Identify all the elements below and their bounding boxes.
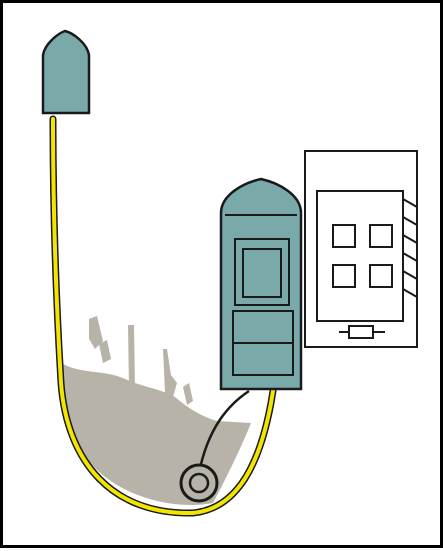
large-probe-icon [219,177,303,391]
connector-wire [197,389,250,474]
tether-cable [49,115,277,517]
cable-coil-icon [179,463,219,503]
diagram-canvas [41,29,418,517]
circuit-board-panel [304,150,418,348]
small-probe-icon [41,29,91,115]
resistor-icon [339,325,385,339]
